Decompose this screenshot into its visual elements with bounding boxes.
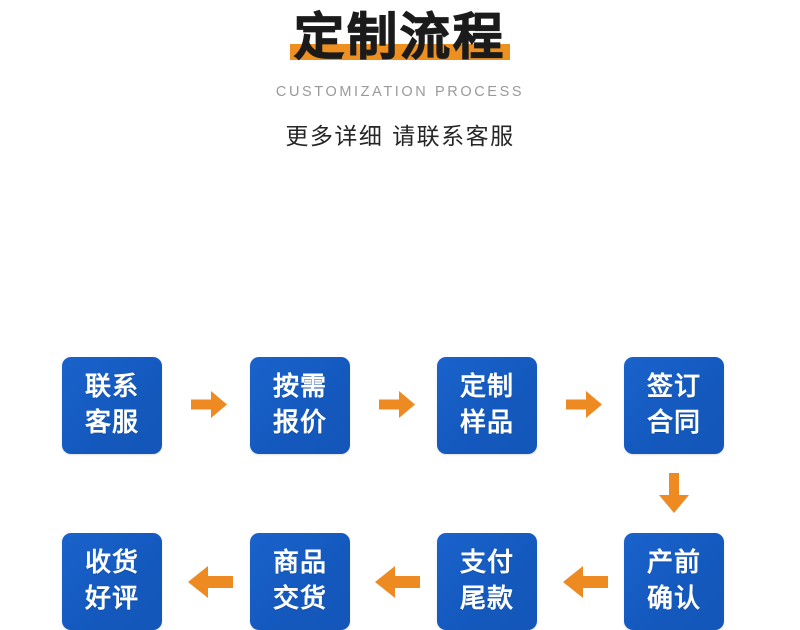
page-title: 定制流程: [288, 8, 512, 66]
flow-node-label-line1: 定制: [459, 372, 514, 403]
flow-node-label-line2: 好评: [84, 583, 139, 614]
flow-node-label-line1: 签订: [646, 372, 701, 403]
flow-node-receive-and-review[interactable]: 收货 好评: [62, 533, 162, 630]
flow-node-sign-contract[interactable]: 签订 合同: [624, 357, 724, 454]
flow-node-label-line1: 商品: [272, 548, 327, 579]
flow-node-label-line2: 交货: [272, 583, 327, 614]
page-header: 定制流程 CUSTOMIZATION PROCESS 更多详细 请联系客服: [0, 0, 800, 151]
flow-node-quote-on-demand[interactable]: 按需 报价: [250, 357, 350, 454]
flow-node-custom-sample[interactable]: 定制 样品: [437, 357, 537, 454]
arrow-left-icon: [188, 566, 233, 598]
flow-node-label-line2: 尾款: [459, 583, 514, 614]
arrow-right-icon: [379, 391, 415, 418]
flow-node-pre-production-confirm[interactable]: 产前 确认: [624, 533, 724, 630]
page-subtitle-chinese: 更多详细 请联系客服: [285, 124, 515, 150]
flow-node-label-line2: 确认: [646, 583, 701, 614]
flow-node-label-line1: 支付: [459, 548, 514, 579]
flow-node-label-line2: 样品: [459, 407, 514, 438]
flow-node-contact-service[interactable]: 联系 客服: [62, 357, 162, 454]
arrow-right-icon: [191, 391, 227, 418]
arrow-left-icon: [375, 566, 420, 598]
page-title-text: 定制流程: [293, 8, 506, 66]
flow-node-label-line1: 联系: [84, 372, 139, 403]
flow-node-pay-balance[interactable]: 支付 尾款: [437, 533, 537, 630]
process-flow-diagram: 联系 客服 按需 报价 定制 样品 签订 合同 产前 确认 支付 尾款 商品 交…: [0, 151, 800, 630]
flow-node-label-line1: 产前: [646, 548, 701, 579]
arrow-left-icon: [563, 566, 608, 598]
flow-node-label-line2: 合同: [646, 407, 701, 438]
title-highlight-bar: [290, 44, 510, 60]
arrow-down-icon: [659, 473, 689, 513]
arrow-right-icon: [566, 391, 602, 418]
page-subtitle-english: CUSTOMIZATION PROCESS: [275, 84, 525, 100]
flow-node-label-line1: 按需: [272, 372, 327, 403]
flow-node-label-line2: 客服: [84, 407, 139, 438]
flow-node-label-line1: 收货: [84, 548, 139, 579]
flow-node-goods-delivery[interactable]: 商品 交货: [250, 533, 350, 630]
flow-node-label-line2: 报价: [272, 407, 327, 438]
